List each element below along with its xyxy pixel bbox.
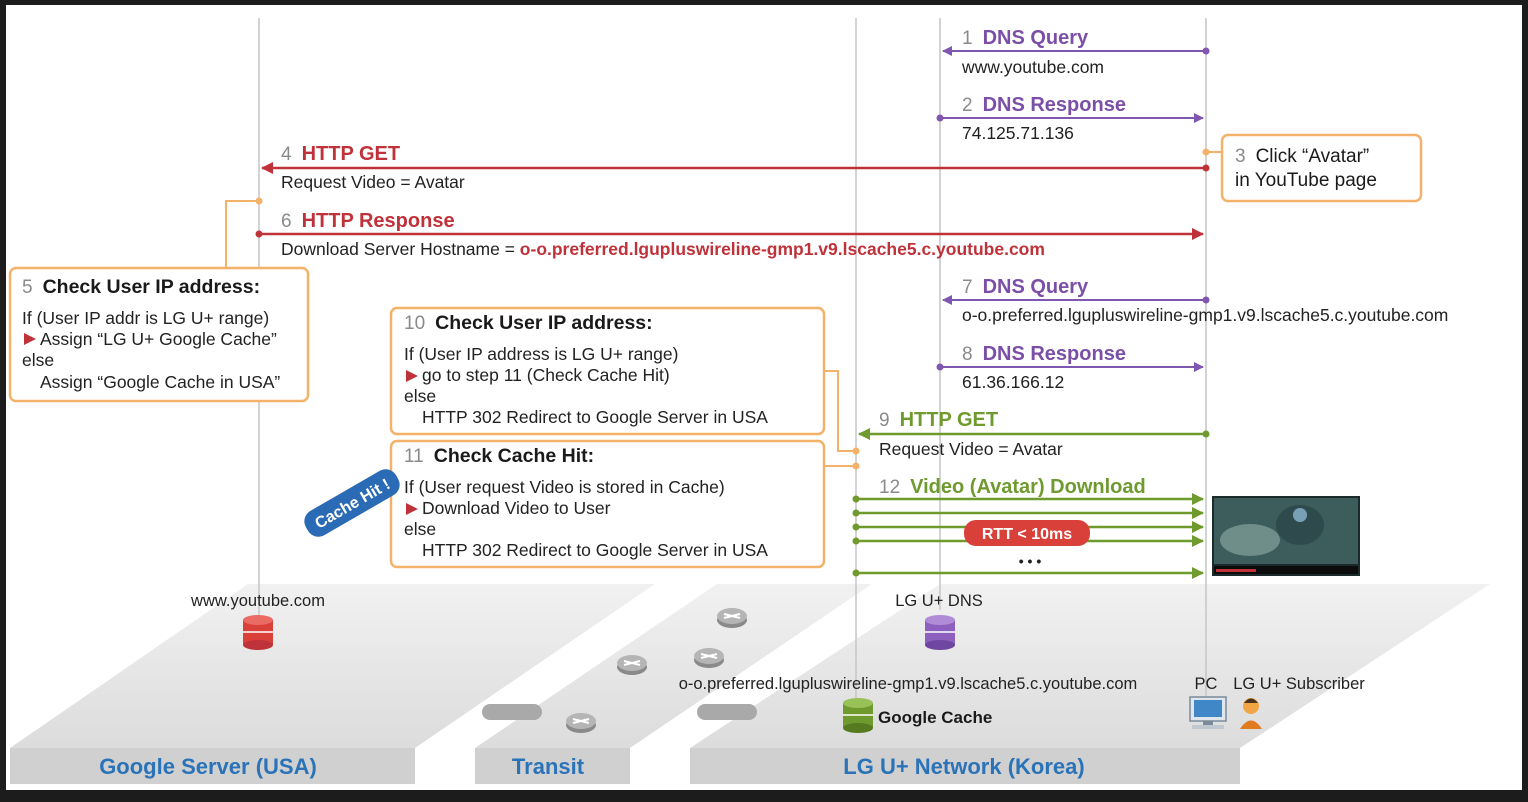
bullet-arrow-icon (24, 333, 36, 345)
step10-line: HTTP 302 Redirect to Google Server in US… (422, 407, 768, 427)
step2-detail: 74.125.71.136 (962, 123, 1074, 143)
connector-step5 (225, 200, 259, 268)
step5-box (8, 266, 310, 403)
step3-line2: in YouTube page (1235, 170, 1377, 191)
database-icon (843, 698, 873, 733)
user-avatar-icon (1240, 698, 1262, 729)
rtt-badge (964, 520, 1090, 546)
router-icon (566, 713, 596, 733)
lg-dns-label: LG U+ DNS (895, 592, 983, 610)
database-icon (925, 615, 955, 650)
platform-label-google: Google Server (USA) (99, 754, 317, 779)
step10-line: else (404, 386, 436, 406)
step7-detail: o-o.preferred.lgupluswireline-gmp1.v9.ls… (962, 305, 1448, 325)
link-pill (697, 704, 757, 720)
platform-transit: Transit (475, 584, 872, 784)
step5-line: Assign “Google Cache in USA” (40, 372, 280, 392)
connector-step10 (824, 370, 856, 452)
download-arrows (852, 493, 1204, 579)
link-pill (482, 704, 542, 720)
computer-icon (1189, 696, 1227, 729)
step5-line: If (User IP addr is LG U+ range) (22, 308, 269, 328)
bullet-arrow-icon (406, 503, 418, 515)
step4-detail: Request Video = Avatar (281, 172, 465, 192)
router-icon (694, 648, 724, 668)
step9-detail: Request Video = Avatar (879, 439, 1063, 459)
step1-detail: www.youtube.com (961, 57, 1104, 77)
step10-line: go to step 11 (Check Cache Hit) (422, 365, 670, 385)
google-cache-label: Google Cache (878, 708, 992, 727)
step11-line: else (404, 519, 436, 539)
step5-line: Assign “LG U+ Google Cache” (40, 329, 277, 349)
step11-line: Download Video to User (422, 498, 611, 518)
youtube-server-label: www.youtube.com (190, 592, 325, 610)
bullet-arrow-icon (406, 370, 418, 382)
platform-label-transit: Transit (512, 754, 585, 779)
cache-hostname-label: o-o.preferred.lgupluswireline-gmp1.v9.ls… (679, 675, 1138, 693)
step8-detail: 61.36.166.12 (962, 372, 1064, 392)
router-icon (717, 608, 747, 628)
step11-line: If (User request Video is stored in Cach… (404, 477, 725, 497)
database-icon (243, 615, 273, 650)
step3-box (1220, 133, 1423, 203)
router-icon (617, 655, 647, 675)
step6-detail: Download Server Hostname = o-o.preferred… (281, 239, 1045, 259)
step10-line: If (User IP address is LG U+ range) (404, 344, 678, 364)
step5-line: else (22, 350, 54, 370)
platform-label-lg: LG U+ Network (Korea) (843, 754, 1084, 779)
platform-lg: LG U+ Network (Korea) (690, 584, 1490, 784)
video-thumbnail-image (1212, 496, 1360, 576)
rtt-badge-text: RTT < 10ms (982, 526, 1072, 543)
pc-label: PC (1195, 675, 1218, 693)
platform-google: Google Server (USA) (10, 584, 655, 784)
subscriber-label: LG U+ Subscriber (1233, 675, 1365, 693)
step11-line: HTTP 302 Redirect to Google Server in US… (422, 540, 768, 560)
step11-box (389, 439, 826, 569)
more-ellipsis: • • • (1019, 553, 1042, 569)
